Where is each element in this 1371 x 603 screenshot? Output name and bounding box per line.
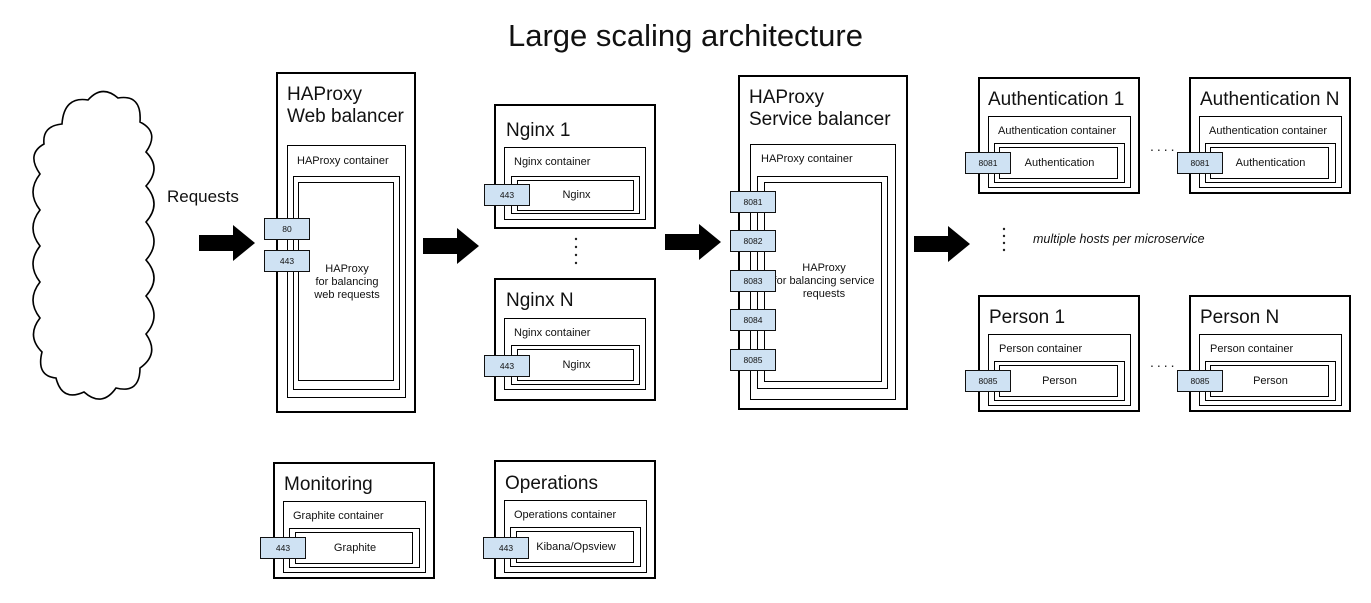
service-label: HAProxy for balancing web requests xyxy=(314,263,380,301)
port-443: 443 xyxy=(264,250,310,272)
authentication-service: Authentication xyxy=(1210,147,1329,179)
horizontal-ellipsis: .... xyxy=(1150,354,1178,370)
host-title: Nginx N xyxy=(506,290,574,311)
host-title: Person 1 xyxy=(989,307,1066,328)
authentication-service: Authentication xyxy=(999,147,1118,179)
host-title: Authentication N xyxy=(1200,89,1340,110)
vertical-ellipsis-icon xyxy=(574,237,578,265)
port-443: 443 xyxy=(260,537,306,559)
service-label: Nginx xyxy=(562,189,591,201)
port-8085: 8085 xyxy=(1177,370,1223,392)
port-443: 443 xyxy=(484,355,530,377)
container-label: Nginx container xyxy=(514,327,591,339)
port-8085: 8085 xyxy=(965,370,1011,392)
service-label: Person xyxy=(1042,375,1077,387)
person-service: Person xyxy=(1210,365,1329,397)
container-label: Operations container xyxy=(514,509,617,521)
haproxy-service: HAProxy for balancing web requests xyxy=(298,182,394,381)
container-label: Authentication container xyxy=(998,125,1117,137)
port-8081: 8081 xyxy=(730,191,776,213)
port-8082: 8082 xyxy=(730,230,776,252)
nginx-service: Nginx xyxy=(517,349,634,381)
graphite-service: Graphite xyxy=(295,532,413,564)
port-8081: 8081 xyxy=(965,152,1011,174)
requests-label: Requests xyxy=(167,187,239,206)
arrow-right-icon xyxy=(914,226,970,262)
host-title: Nginx 1 xyxy=(506,120,571,141)
service-label: Nginx xyxy=(562,359,591,371)
service-label: Kibana/Opsview xyxy=(536,541,616,553)
container-label: Graphite container xyxy=(293,510,384,522)
horizontal-ellipsis: .... xyxy=(1150,138,1178,154)
service-label: Person xyxy=(1253,375,1288,387)
operations-service: Kibana/Opsview xyxy=(516,531,634,563)
service-label: Graphite xyxy=(333,542,377,554)
host-title: HAProxy Service balancer xyxy=(749,87,891,130)
container-label: HAProxy container xyxy=(297,155,389,167)
port-8085: 8085 xyxy=(730,349,776,371)
port-8081: 8081 xyxy=(1177,152,1223,174)
port-8084: 8084 xyxy=(730,309,776,331)
person-service: Person xyxy=(999,365,1118,397)
host-title: Person N xyxy=(1200,307,1280,328)
nginx-service: Nginx xyxy=(517,180,634,211)
vertical-ellipsis-icon xyxy=(1002,227,1006,252)
port-443: 443 xyxy=(484,184,530,206)
service-label: Authentication xyxy=(1235,157,1306,169)
cloud-icon xyxy=(32,90,155,400)
host-title: HAProxy Web balancer xyxy=(287,84,404,127)
container-label: Person container xyxy=(999,343,1083,355)
container-label: Person container xyxy=(1210,343,1294,355)
port-8083: 8083 xyxy=(730,270,776,292)
container-label: Authentication container xyxy=(1209,125,1328,137)
arrow-right-icon xyxy=(199,225,255,261)
arrow-right-icon xyxy=(423,228,479,264)
diagram-title: Large scaling architecture xyxy=(508,18,863,53)
port-80: 80 xyxy=(264,218,310,240)
host-title: Monitoring xyxy=(284,474,373,495)
service-label: Authentication xyxy=(1024,157,1095,169)
host-title: Operations xyxy=(505,473,598,494)
haproxy-service: HAProxy for balancing service requests xyxy=(764,182,882,382)
arrow-right-icon xyxy=(665,224,721,260)
service-label: HAProxy for balancing service requests xyxy=(773,262,875,300)
container-label: HAProxy container xyxy=(761,153,853,165)
host-title: Authentication 1 xyxy=(988,89,1125,110)
container-label: Nginx container xyxy=(514,156,591,168)
port-443: 443 xyxy=(483,537,529,559)
note-text: multiple hosts per microservice xyxy=(1033,232,1205,246)
